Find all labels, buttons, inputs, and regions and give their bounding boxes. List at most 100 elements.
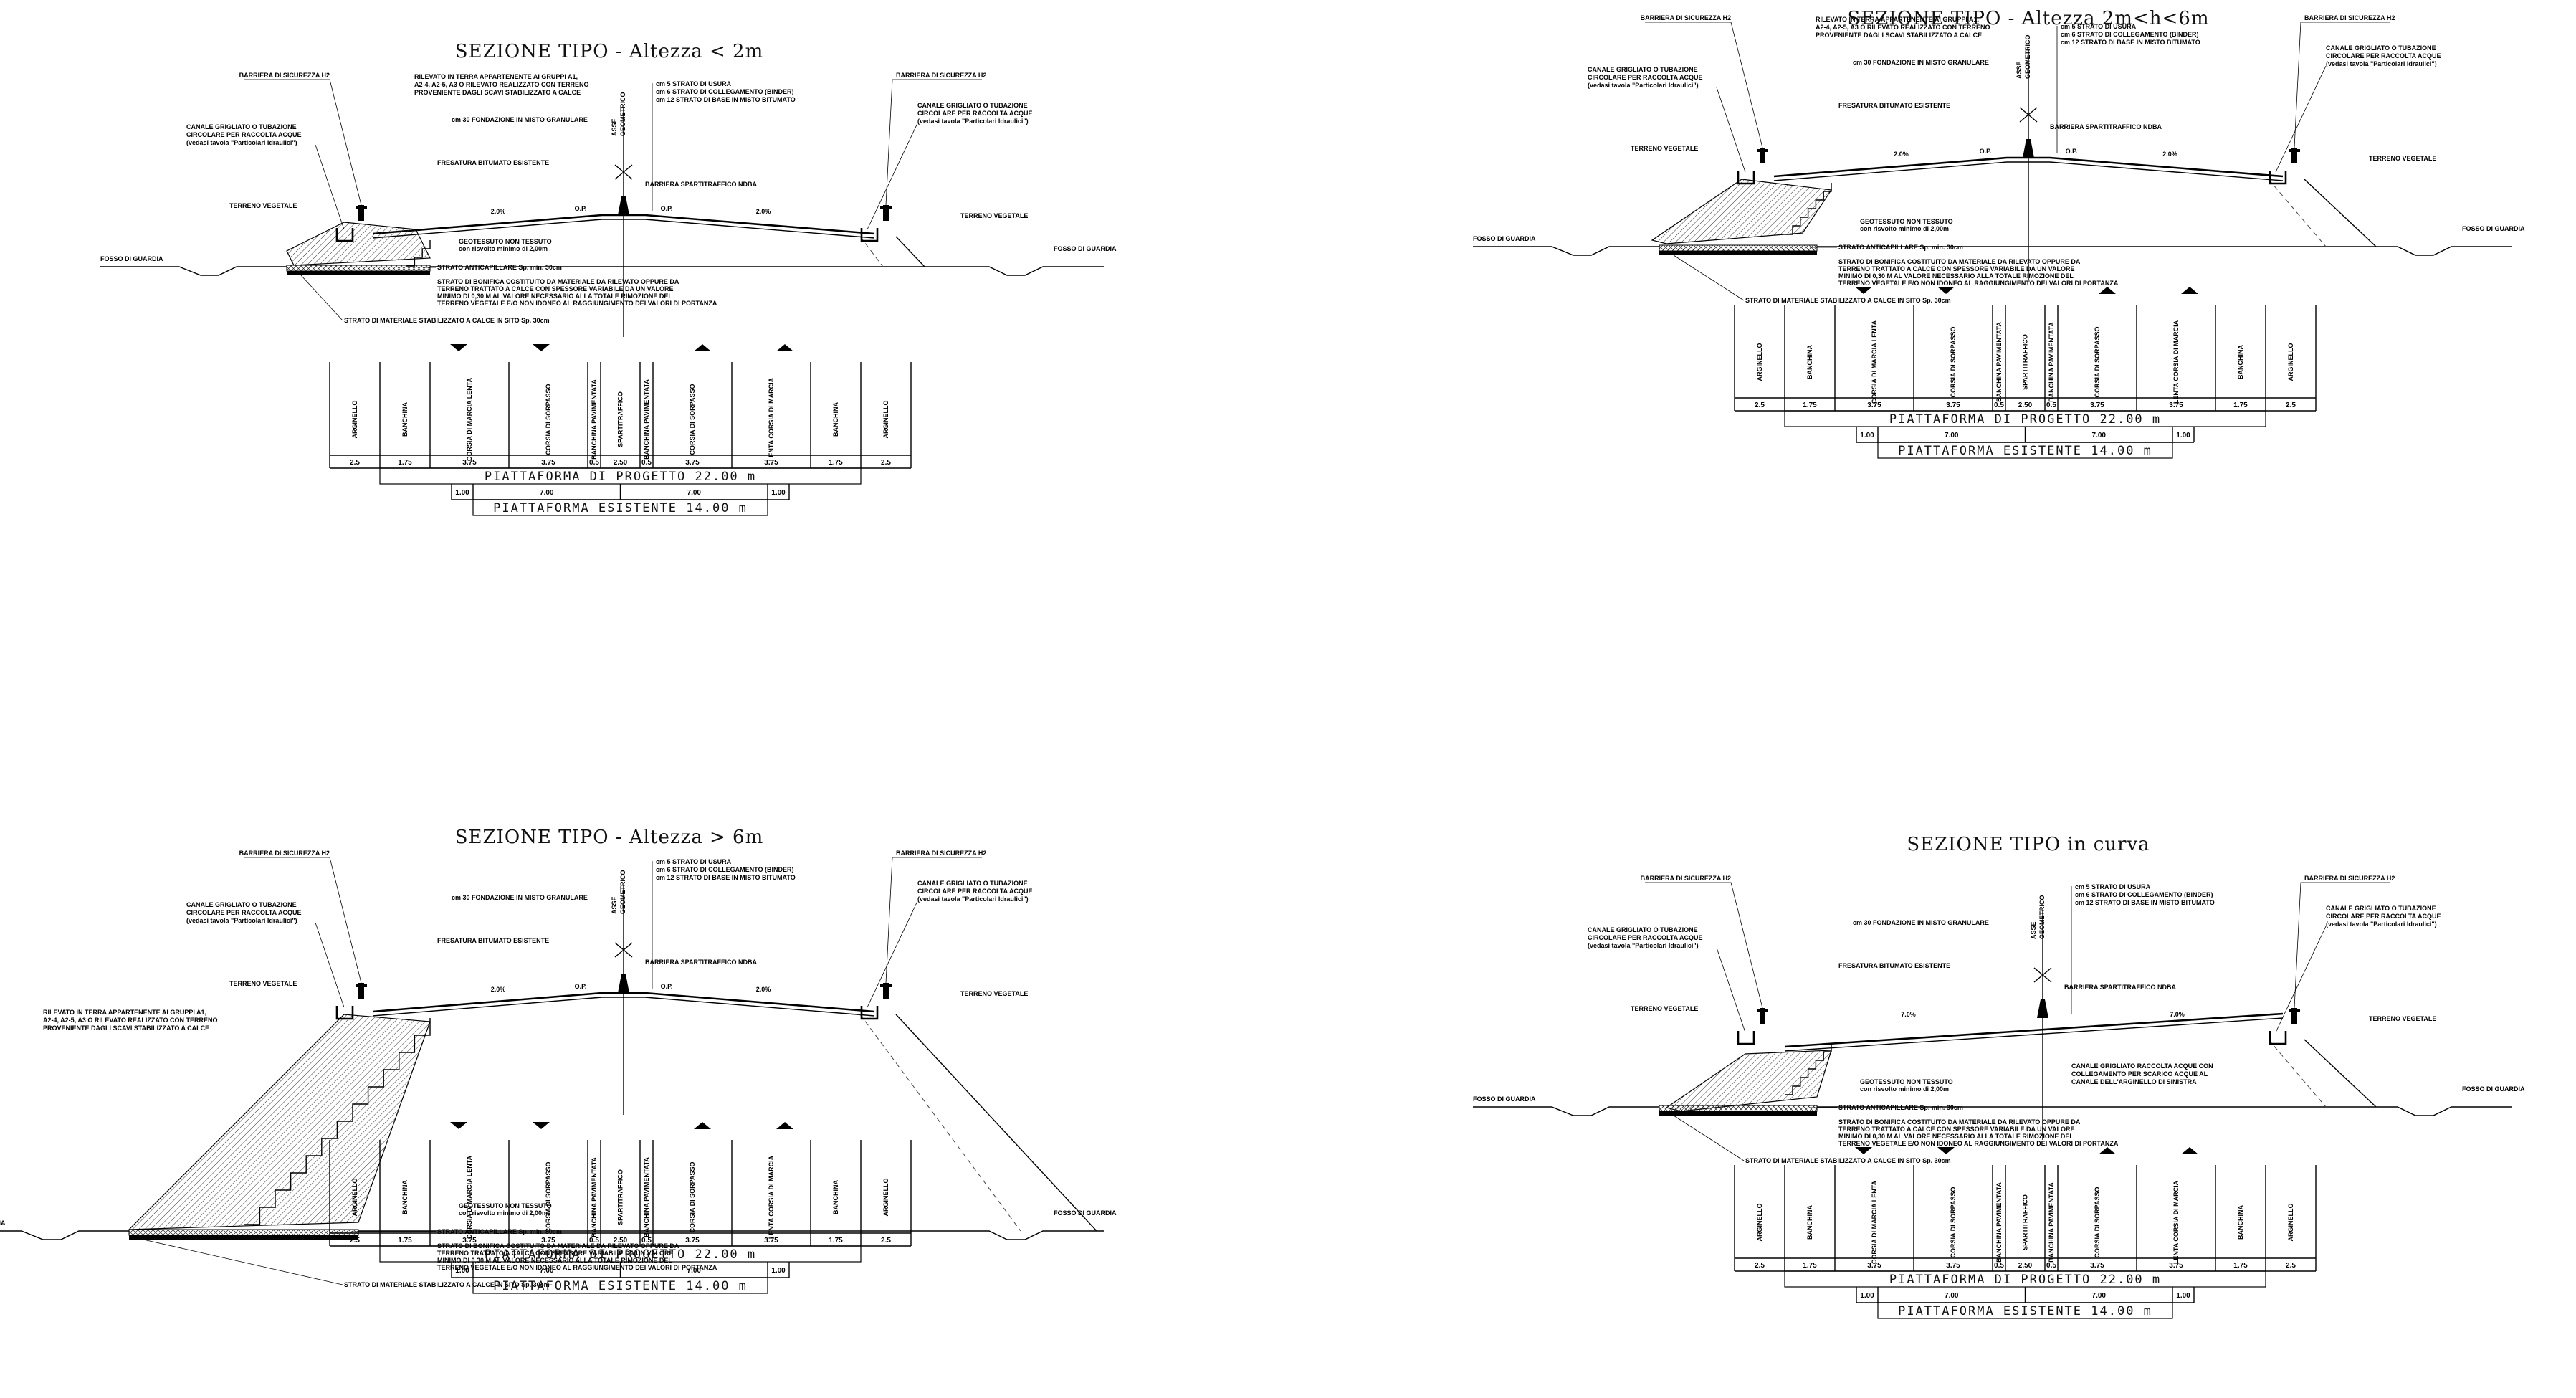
capillary-label: STRATO ANTICAPILLARE Sp. min. 30cm bbox=[437, 1228, 562, 1235]
traffic-divider-icon bbox=[618, 196, 629, 215]
existing-platform-label: PIATTAFORMA ESISTENTE 14.00 m bbox=[493, 1279, 748, 1293]
capillary-layer bbox=[286, 265, 431, 272]
lane-column-header: CORSIA DI SORPASSO bbox=[545, 384, 552, 455]
channel-left-label-line: CANALE GRIGLIATO O TUBAZIONE bbox=[1588, 926, 1698, 933]
leader-line bbox=[143, 1239, 343, 1285]
remediation-label-line: TERRENO VEGETALE E/O NON IDONEO AL RAGGI… bbox=[437, 300, 717, 307]
vegetal-right-label: TERRENO VEGETALE bbox=[960, 212, 1028, 219]
lane-width-value: 2.50 bbox=[2018, 401, 2033, 409]
direction-arrow-down bbox=[1937, 287, 1955, 294]
lane-column-header: CORSIA DI MARCIA LENTA bbox=[466, 1155, 473, 1239]
leader-line bbox=[1716, 947, 1746, 1033]
existing-platform-box bbox=[1877, 1302, 2173, 1319]
barrier-rail bbox=[1757, 149, 1768, 152]
lane-column-header: BANCHINA PAVIMENTATA bbox=[643, 379, 650, 460]
direction-arrow-down bbox=[1855, 1147, 1872, 1154]
direction-arrow-down bbox=[1937, 1147, 1955, 1154]
channel-left-label-line: CIRCOLARE PER RACCOLTA ACQUE bbox=[1588, 934, 1703, 941]
channel-right-label-line: CANALE GRIGLIATO O TUBAZIONE bbox=[917, 880, 1028, 887]
direction-arrow-down bbox=[533, 1122, 550, 1129]
existing-width-value: 1.00 bbox=[455, 489, 469, 497]
lane-column-header: CORSIA DI MARCIA LENTA bbox=[1871, 320, 1878, 404]
lane-width-value: 3.75 bbox=[541, 459, 555, 467]
pavement-layers-label-line: cm 5 STRATO DI USURA bbox=[656, 858, 732, 865]
remediation-label-line: TERRENO VEGETALE E/O NON IDONEO AL RAGGI… bbox=[437, 1264, 717, 1271]
lane-column-header: ARGINELLO bbox=[882, 401, 889, 439]
lane-column-header: CORSIA DI SORPASSO bbox=[545, 1161, 552, 1232]
leader-line bbox=[315, 144, 345, 230]
pavement-layers-label-line: cm 5 STRATO DI USURA bbox=[2061, 23, 2137, 30]
channel-left-label-line: CIRCOLARE PER RACCOLTA ACQUE bbox=[186, 909, 302, 916]
pavement-surface bbox=[1784, 1012, 2284, 1048]
ground-right bbox=[430, 266, 1104, 276]
lane-column-header: SPARTITRAFFICO bbox=[617, 1169, 624, 1225]
existing-width-value: 1.00 bbox=[771, 489, 786, 497]
barrier-post bbox=[883, 983, 889, 999]
existing-width-value: 7.00 bbox=[540, 489, 554, 497]
capillary-layer bbox=[1659, 1105, 1818, 1112]
embankment-label-line: PROVENIENTE DAGLI SCAVI STABILIZZATO A C… bbox=[1816, 32, 1982, 39]
leader-line bbox=[885, 857, 982, 984]
lane-column-header: CORSIA DI SORPASSO bbox=[1950, 1187, 1957, 1257]
leader-line bbox=[1673, 255, 1745, 301]
lane-width-value: 3.75 bbox=[1946, 1262, 1960, 1270]
lane-column-header: ARGINELLO bbox=[2287, 1204, 2294, 1242]
slope-left-label: 2.0% bbox=[491, 208, 506, 215]
direction-arrow-up bbox=[694, 344, 711, 351]
embankment-label-line: A2-4, A2-5, A3 O RILEVATO REALIZZATO CON… bbox=[43, 1017, 218, 1024]
section-title: SEZIONE TIPO - Altezza 2m<h<6m bbox=[1848, 8, 2210, 29]
lane-width-value: 0.5 bbox=[1994, 401, 2004, 409]
capillary-label: STRATO ANTICAPILLARE Sp. min. 30cm bbox=[1838, 1104, 1963, 1111]
ground-right bbox=[358, 1230, 1104, 1240]
curve-channel-label-line: CANALE GRIGLIATO RACCOLTA ACQUE CON bbox=[2071, 1062, 2213, 1070]
direction-arrow-up bbox=[2181, 1147, 2198, 1154]
traffic-divider-label: BARRIERA SPARTITRAFFICO NDBA bbox=[2064, 984, 2176, 991]
embankment-fill bbox=[1665, 1050, 1832, 1112]
lane-width-value: 2.5 bbox=[2286, 1262, 2296, 1270]
lane-width-value: 3.75 bbox=[1946, 401, 1960, 409]
remediation-label-line: TERRENO TRATTATO A CALCE CON SPESSORE VA… bbox=[1838, 265, 2075, 272]
lane-column-header: ARGINELLO bbox=[1756, 343, 1763, 381]
lane-column-header: LENTA CORSIA DI MARCIA bbox=[768, 377, 775, 461]
barrier-rail bbox=[880, 984, 892, 987]
lane-column-header: SPARTITRAFFICO bbox=[617, 391, 624, 447]
channel-box bbox=[2269, 171, 2287, 185]
axis-label: GEOMETRICO bbox=[619, 870, 626, 914]
leader-line bbox=[1645, 22, 1763, 148]
pavement-layers-label-line: cm 6 STRATO DI COLLEGAMENTO (BINDER) bbox=[656, 866, 794, 873]
lane-column-header: BANCHINA bbox=[832, 402, 839, 437]
barrier-post bbox=[358, 983, 364, 999]
op-right-label: O.P. bbox=[661, 205, 673, 212]
embankment-fill bbox=[128, 1014, 431, 1230]
remediation-label-line: TERRENO TRATTATO A CALCE CON SPESSORE VA… bbox=[437, 1250, 674, 1257]
leader-line bbox=[2294, 22, 2390, 148]
remediation-label-line: STRATO DI BONIFICA COSTITUITO DA MATERIA… bbox=[1838, 258, 2081, 265]
slope-right-label: 2.0% bbox=[2162, 151, 2177, 158]
vegetal-right-label: TERRENO VEGETALE bbox=[2369, 155, 2436, 162]
existing-width-value: 1.00 bbox=[2176, 1292, 2190, 1300]
slope-right-label: 7.0% bbox=[2170, 1011, 2185, 1018]
existing-width-value: 7.00 bbox=[2092, 432, 2107, 439]
lane-column-header: CORSIA DI MARCIA LENTA bbox=[1871, 1180, 1878, 1264]
pavement-layers-label-line: cm 12 STRATO DI BASE IN MISTO BITUMATO bbox=[2075, 899, 2215, 906]
existing-platform-box bbox=[472, 499, 768, 516]
vegetal-right-label: TERRENO VEGETALE bbox=[2369, 1015, 2436, 1022]
barrier-post bbox=[1760, 1008, 1765, 1024]
barrier-post bbox=[358, 205, 364, 221]
lane-column-header: ARGINELLO bbox=[1756, 1204, 1763, 1242]
existing-platform-label: PIATTAFORMA ESISTENTE 14.00 m bbox=[1898, 1304, 2152, 1318]
lane-column-header: BANCHINA PAVIMENTATA bbox=[643, 1157, 650, 1237]
lane-column-header: ARGINELLO bbox=[351, 401, 358, 439]
milling-label: FRESATURA BITUMATO ESISTENTE bbox=[1838, 102, 1950, 109]
project-platform-label: PIATTAFORMA DI PROGETTO 22.00 m bbox=[485, 470, 756, 484]
lane-column-header: BANCHINA bbox=[832, 1180, 839, 1214]
leader-line bbox=[867, 123, 918, 230]
remediation-label-line: MINIMO DI 0,30 M AL VALORE NECESSARIO AL… bbox=[437, 1257, 672, 1264]
channel-box bbox=[335, 228, 354, 242]
ditch-right-label: FOSSO DI GUARDIA bbox=[2462, 225, 2525, 232]
leader-line bbox=[315, 922, 345, 1008]
slope-right bbox=[895, 1014, 1097, 1232]
op-left-label: O.P. bbox=[1980, 148, 1992, 155]
slope-left-label: 7.0% bbox=[1901, 1011, 1916, 1018]
